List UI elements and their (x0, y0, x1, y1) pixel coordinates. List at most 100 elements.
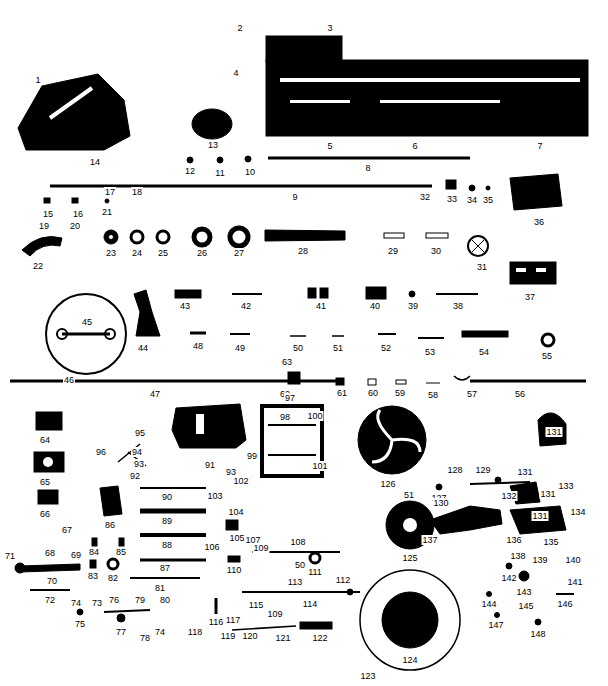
callout-number: 32 (419, 192, 431, 202)
callout-number: 80 (159, 595, 171, 605)
callout-number: 96 (95, 447, 107, 457)
callout-number: 1 (34, 75, 41, 85)
callout-number: 81 (154, 583, 166, 593)
callout-number: 49 (234, 343, 246, 353)
callout-number: 21 (101, 207, 113, 217)
callout-number: 7 (536, 141, 543, 151)
callout-number: 4 (232, 68, 239, 78)
callout-number: 75 (74, 619, 86, 629)
callout-number: 126 (379, 479, 396, 489)
callout-number: 9 (291, 192, 298, 202)
callout-number: 82 (107, 573, 119, 583)
callout-number: 112 (335, 575, 351, 585)
callout-number: 60 (367, 388, 379, 398)
callout-number: 61 (336, 388, 348, 398)
callout-number: 36 (533, 217, 545, 227)
callout-number: 71 (4, 551, 16, 561)
callout-number: 34 (466, 195, 478, 205)
callout-number: 48 (192, 341, 204, 351)
callout-number: 73 (91, 598, 103, 608)
callout-number: 27 (233, 248, 245, 258)
callout-number: 137 (421, 535, 438, 545)
callout-number: 89 (161, 516, 173, 526)
callout-number: 118 (187, 627, 203, 637)
callout-number: 116 (208, 617, 224, 627)
callout-number: 51 (332, 343, 344, 353)
callout-number: 145 (517, 601, 534, 611)
callout-number: 23 (105, 248, 117, 258)
callout-number: 78 (139, 633, 151, 643)
callout-number: 131 (545, 427, 562, 437)
callout-number: 51 (403, 490, 415, 500)
callout-number: 120 (241, 631, 258, 641)
callout-number: 33 (446, 194, 458, 204)
callout-number: 131 (539, 489, 556, 499)
callout-number: 58 (427, 390, 439, 400)
callout-number: 6 (411, 141, 418, 151)
callout-number: 130 (432, 498, 449, 508)
callout-number: 109 (266, 609, 283, 619)
callout-number: 12 (184, 166, 196, 176)
callout-number: 114 (302, 599, 318, 609)
callout-number: 30 (430, 246, 442, 256)
callout-number: 92 (129, 471, 141, 481)
callout-number: 138 (509, 551, 526, 561)
callout-number: 93 (133, 459, 145, 469)
callout-number: 50 (294, 560, 306, 570)
callout-number: 67 (61, 525, 73, 535)
callout-number: 50 (292, 343, 304, 353)
callout-number: 125 (401, 553, 418, 563)
callout-number: 109 (252, 543, 269, 553)
callout-number: 43 (179, 301, 191, 311)
callout-number: 3 (326, 23, 333, 33)
callout-number: 135 (542, 537, 559, 547)
callout-number: 38 (452, 301, 464, 311)
callout-number: 59 (394, 388, 406, 398)
callout-number: 35 (482, 195, 494, 205)
callout-number: 91 (204, 460, 216, 470)
callout-number: 53 (424, 347, 436, 357)
callout-number: 147 (487, 620, 504, 630)
callout-number: 117 (225, 615, 241, 625)
callout-number: 142 (500, 573, 517, 583)
callout-number: 20 (69, 221, 81, 231)
callout-number: 11 (214, 168, 225, 178)
callout-number: 87 (159, 563, 171, 573)
callout-number: 2 (236, 23, 243, 33)
callout-number: 113 (287, 577, 303, 587)
callout-number: 128 (446, 465, 463, 475)
callout-number: 17 (104, 187, 116, 197)
callout-number: 93 (225, 467, 237, 477)
callout-number: 94 (131, 447, 143, 457)
callout-number: 101 (311, 461, 328, 471)
callout-number: 115 (248, 600, 264, 610)
callout-number: 13 (207, 140, 219, 150)
callout-number: 31 (476, 262, 488, 272)
callout-number: 95 (134, 428, 146, 438)
callout-number: 99 (246, 451, 258, 461)
callout-number: 63 (281, 357, 293, 367)
callout-number: 41 (315, 301, 327, 311)
callout-number: 104 (227, 507, 244, 517)
callout-number: 83 (87, 571, 99, 581)
callout-number: 24 (131, 248, 143, 258)
callout-number: 74 (154, 627, 166, 637)
callout-number: 119 (220, 631, 236, 641)
callout-number: 76 (108, 595, 120, 605)
callout-number: 144 (480, 599, 497, 609)
callout-number: 131 (531, 511, 548, 521)
callout-number: 129 (474, 465, 491, 475)
callout-number: 5 (326, 141, 333, 151)
callout-number: 121 (274, 633, 291, 643)
callout-number: 28 (297, 246, 309, 256)
callout-number: 66 (39, 509, 51, 519)
callout-number: 26 (196, 248, 208, 258)
callout-number: 40 (369, 301, 381, 311)
callout-number: 98 (279, 412, 291, 422)
callout-number: 16 (72, 209, 84, 219)
callout-number: 136 (505, 535, 522, 545)
callout-number: 139 (531, 555, 548, 565)
callout-number: 141 (566, 577, 583, 587)
callout-number: 86 (104, 520, 116, 530)
callout-number: 143 (515, 587, 532, 597)
